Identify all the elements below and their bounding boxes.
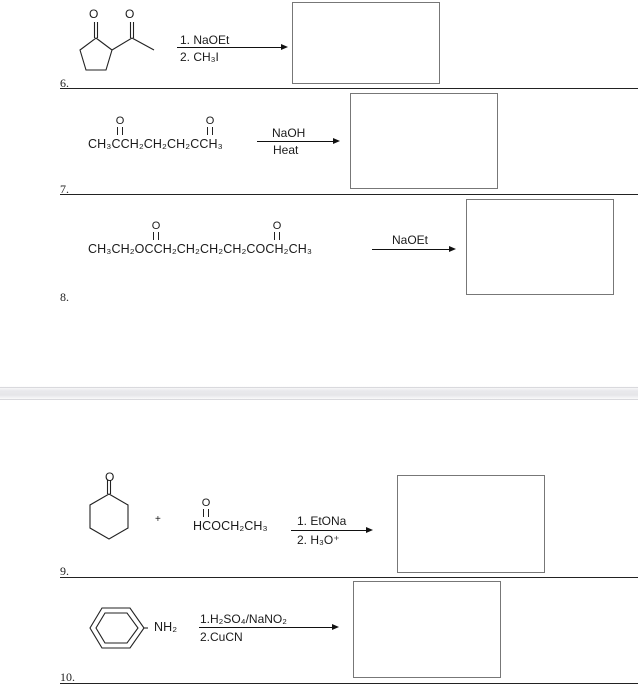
divider xyxy=(60,88,638,89)
divider xyxy=(60,683,638,684)
reagent-line-2: 2. H₃O⁺ xyxy=(297,533,340,547)
answer-box-6[interactable] xyxy=(292,2,440,84)
reagent-line-2: 2. CH₃I xyxy=(180,50,219,64)
carbonyl-group: O xyxy=(204,116,216,135)
reagent-line-1: 1. EtONa xyxy=(297,514,347,528)
reaction-arrow xyxy=(257,138,340,144)
carbonyl-group: O xyxy=(150,221,162,240)
ethyl-formate-formula: HCOCH₂CH₃ xyxy=(193,519,268,533)
reagent-line-2: Heat xyxy=(273,143,299,157)
reagent-line-1: 1. NaOEt xyxy=(180,33,230,47)
plus-sign: + xyxy=(155,514,161,525)
reagent-line-1: NaOH xyxy=(272,126,306,140)
carbonyl-oxygen-label: O xyxy=(205,115,215,127)
reaction-arrow xyxy=(199,624,339,630)
problem-number: 9. xyxy=(60,564,69,578)
reaction-arrow xyxy=(291,527,373,533)
carbonyl-oxygen-label: O xyxy=(89,7,99,21)
amine-substituent: NH₂ xyxy=(154,620,178,634)
cyclohexanone-structure xyxy=(89,480,129,540)
carbonyl-group: O xyxy=(114,116,126,135)
reaction-arrow xyxy=(177,44,288,50)
divider xyxy=(60,577,638,578)
problem-number: 7. xyxy=(60,182,69,196)
page-break xyxy=(0,386,638,400)
carbonyl-oxygen-label: O xyxy=(115,115,125,127)
carbonyl-oxygen-label: O xyxy=(105,470,115,484)
divider xyxy=(60,194,638,195)
benzene-ring-structure xyxy=(89,607,148,649)
answer-box-10[interactable] xyxy=(353,581,501,678)
reaction-arrow xyxy=(372,246,456,252)
answer-box-9[interactable] xyxy=(397,475,545,573)
reagent-line-2: 2.CuCN xyxy=(200,630,243,644)
carbonyl-group: O xyxy=(200,498,212,517)
diester-formula: CH₃CH₂OCCH₂CH₂CH₂CH₂COCH₂CH₃ xyxy=(88,242,313,256)
page-break-edge xyxy=(0,399,638,400)
carbonyl-oxygen-label: O xyxy=(272,220,282,232)
carbonyl-oxygen-label: O xyxy=(201,497,211,509)
answer-box-8[interactable] xyxy=(466,199,614,295)
reagent-line-1: 1.H₂SO₄/NaNO₂ xyxy=(200,612,287,626)
diketone-formula: CH₃CCH₂CH₂CH₂CCH₃ xyxy=(88,137,223,151)
carbonyl-oxygen-label: O xyxy=(125,7,135,21)
problem-number: 10. xyxy=(60,670,75,684)
carbonyl-group: O xyxy=(271,221,283,240)
problem-number: 8. xyxy=(60,290,69,304)
problem-number: 6. xyxy=(60,76,69,90)
carbonyl-oxygen-label: O xyxy=(151,220,161,232)
answer-box-7[interactable] xyxy=(350,93,498,189)
cyclopentanone-acetyl-structure xyxy=(79,22,155,71)
reagent-line-1: NaOEt xyxy=(392,233,429,247)
page-break-edge xyxy=(0,387,638,388)
